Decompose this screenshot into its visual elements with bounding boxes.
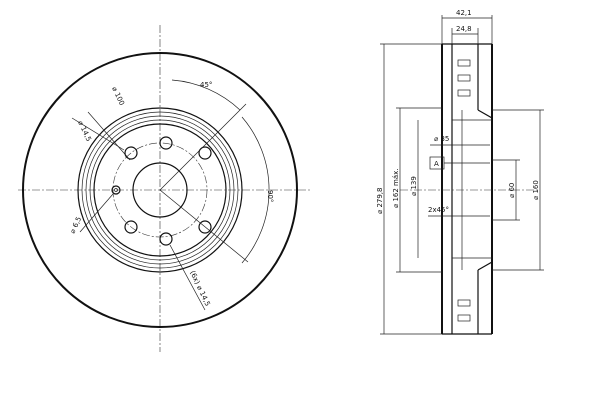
angle-90-arc [241,116,270,264]
angle-45-label: 45° [200,81,212,89]
vent-slot [457,299,471,307]
bolt-hole [159,136,173,150]
bolt-hole [124,220,138,234]
vent-slot [457,74,471,82]
bolt-hole [124,146,138,160]
locating-hole [111,185,121,195]
bolt-hole [198,146,212,160]
locating-hole-center [114,188,118,192]
hat-ring-4 [89,119,231,261]
vent-slot [457,59,471,67]
angle-45-leader [159,103,247,191]
chamfer-label: 2x45° [428,206,449,214]
dim-max-label: ⌀ 162 máx. [392,168,400,208]
dim-hole-label: ⌀ 14,5 [76,119,93,142]
angle-90-leader [159,189,249,263]
dim-14-leader [71,117,125,151]
datum-label: A [434,160,439,168]
dim-outer-label: ⌀ 279,8 [376,188,384,214]
dim-hat-width-label: 24,8 [456,25,472,33]
vent-slot [457,314,471,322]
hat-ring-inner [93,123,227,257]
bolt-hole [198,220,212,234]
hat-ring-3 [85,115,235,265]
dim-100-label: ⌀ 100 [110,85,126,106]
dim-hole-repeat-label: (6x) ⌀ 14,5 [188,269,211,307]
angle-90-label: 90° [266,190,274,202]
dim-6x-leader [169,244,206,311]
dim-small-hole-label: ⌀ 6,5 [69,216,84,235]
angle-45-arc [171,79,241,111]
bolt-hole [159,232,173,246]
dim-60-label: ⌀ 60 [508,183,516,198]
center-bore [132,162,188,218]
dim-139-label: ⌀ 139 [410,176,418,196]
dim-35-label: ⌀ 35 [434,135,449,143]
hat-ring-outer [77,107,243,273]
disc-outer-edge [22,52,298,328]
hat-ring-2 [81,111,239,269]
dim-total-width-label: 42,1 [456,9,472,17]
vent-slot [457,89,471,97]
front-view: 45° 90° ⌀ 100 ⌀ 14,5 ⌀ 6,5 (6x) ⌀ 14,5 [18,25,310,352]
dim-160-label: ⌀ 160 [532,180,540,200]
side-view: A 42,1 24,8 ⌀ 279,8 ⌀ 162 máx. ⌀ 139 ⌀ 3… [376,9,544,335]
dim-6-leader [79,193,114,233]
dim-100-leader [87,111,131,161]
